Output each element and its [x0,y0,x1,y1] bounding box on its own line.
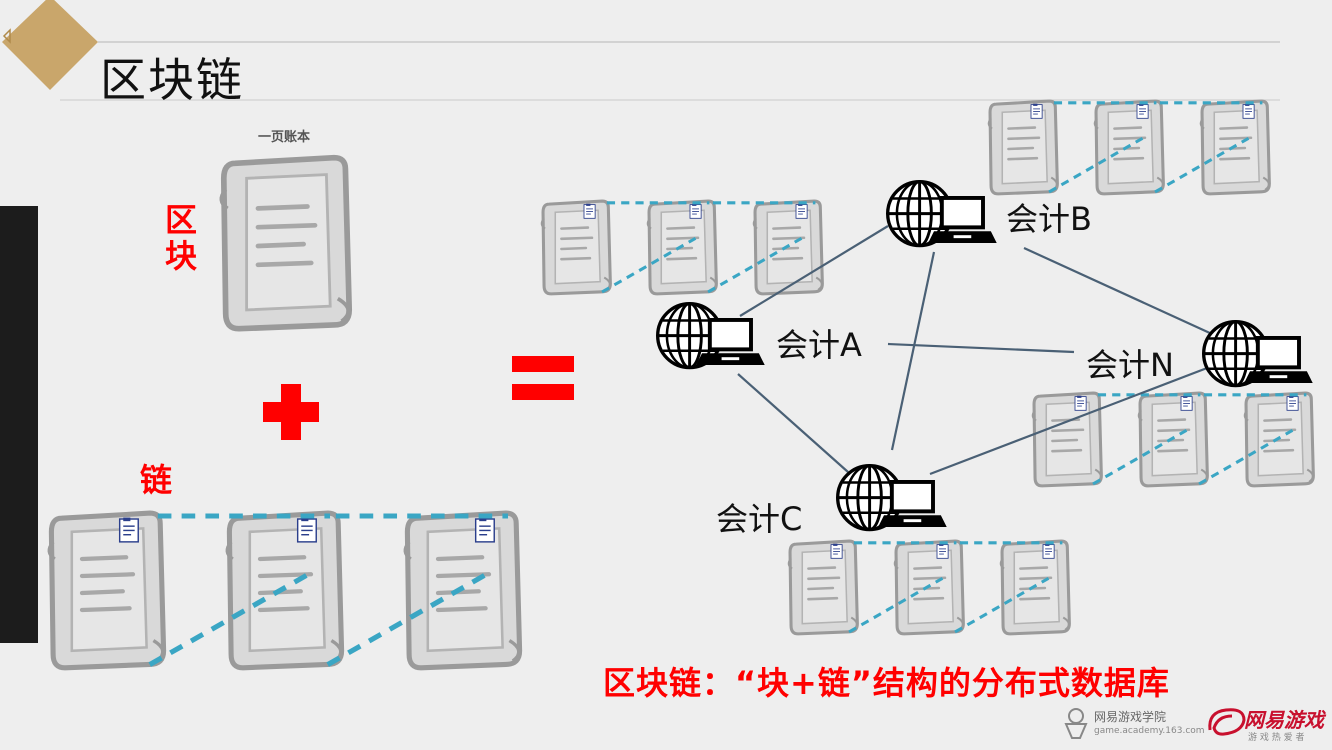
gold-diamond-icon [2,0,98,90]
chain-c-doc-icon-1 [830,543,843,559]
node-label-b: 会计B [1006,200,1092,238]
chain-b-diag-link-1 [1048,136,1144,194]
left-arrow-icon [2,28,11,44]
network-edge-a-b [739,225,889,317]
brand-name: 网易游戏 [1244,708,1324,732]
main-chain-doc-icon-2 [296,516,317,543]
chain-b-diag-link-2 [1154,136,1250,194]
network-edge-a-c [737,373,849,473]
chain-n-doc-icon-3 [1286,395,1299,411]
left-dark-bar [0,206,38,643]
main-chain-page-1 [49,513,163,668]
slide-title: 区块链 [100,53,244,107]
chain-c-diag-link-2 [954,576,1050,634]
chain-b-doc-icon-1 [1030,103,1043,119]
main-chain-diag-link-2 [326,572,487,667]
chain-c-doc-icon-2 [936,543,949,559]
chain-n-diag-link-1 [1092,428,1188,486]
brand-logo-icon [1208,708,1246,736]
network-edge-c-n [929,358,1229,476]
node-label-c: 会计C [716,500,803,538]
chain-a-page-1 [540,199,612,296]
chain-b-page-1 [987,99,1059,196]
academy-name: 网易游戏学院 [1094,710,1167,724]
chain-a-doc-icon-3 [795,203,808,219]
page-caption: 一页账本 [258,130,311,145]
chain-b-doc-icon-3 [1242,103,1255,119]
academy-logo-icon [1064,708,1088,739]
brand-sub: 游 戏 热 爱 者 [1248,733,1305,743]
academy-url: game.academy.163.com [1094,726,1205,736]
ledger-page-icon [221,158,349,329]
network-edge-a-n [887,342,1075,354]
chain-a-doc-icon-2 [689,203,702,219]
chain-n-doc-icon-1 [1074,395,1087,411]
node-label-n: 会计N [1086,346,1174,384]
chain-a-diag-link-2 [707,236,803,294]
chain-label: 链 [140,461,173,499]
block-label-char-2: 块 [164,237,197,275]
plus-icon-v [281,384,301,440]
equals-icon-bottom [512,384,574,400]
block-label-char-1: 区 [164,201,197,239]
chain-c-diag-link-1 [848,576,944,634]
main-chain-doc-icon-3 [474,516,495,543]
main-chain-diag-link-1 [148,572,309,667]
equals-icon-top [512,356,574,372]
chain-a-diag-link-1 [601,236,697,294]
chain-a-doc-icon-1 [583,203,596,219]
chain-b-doc-icon-2 [1136,103,1149,119]
header-ornament [2,0,1280,101]
block-label: 区 块 [163,202,199,274]
network-edge-b-n [1023,246,1213,336]
summary-text: 区块链：“块+链”结构的分布式数据库 [603,664,1170,702]
main-chain-doc-icon-1 [118,516,139,543]
network-edge-b-c [890,251,936,451]
chain-c-doc-icon-3 [1042,543,1055,559]
chain-n-diag-link-2 [1198,428,1294,486]
chain-c-page-1 [787,539,859,636]
chain-n-page-1 [1031,391,1103,488]
chain-n-doc-icon-2 [1180,395,1193,411]
node-label-a: 会计A [776,326,862,364]
